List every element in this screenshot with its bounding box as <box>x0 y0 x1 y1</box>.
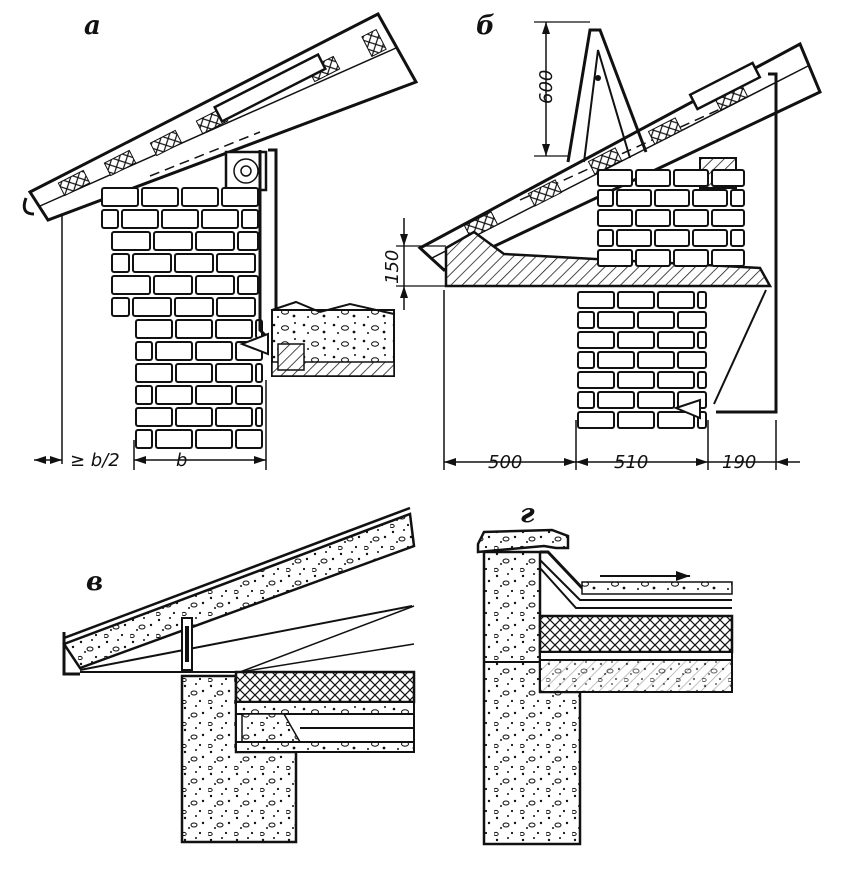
dim-wall-b: 510 <box>614 452 648 473</box>
roof-concrete-v <box>62 512 416 670</box>
parapet-cap-g <box>476 528 570 554</box>
brick-wall-a <box>101 187 263 449</box>
panel-a: а <box>22 11 419 471</box>
dim-left-b: 500 <box>488 452 522 473</box>
dim-overhang-a: ≥ b/2 <box>70 450 120 471</box>
panel-g: г <box>476 499 734 846</box>
dim-eave-b: 150 <box>382 250 403 284</box>
panel-v: в <box>62 506 416 844</box>
dim-width-a: b <box>176 450 187 471</box>
panel-g-label: г <box>520 499 535 529</box>
panel-v-label: в <box>86 567 103 597</box>
insulation-v <box>234 670 416 704</box>
insulation-g <box>538 614 734 654</box>
panel-b: б 600 <box>382 11 822 473</box>
brick-wall-b-lower <box>577 291 707 429</box>
panel-b-label: б <box>476 11 495 41</box>
dim-right-b: 190 <box>722 452 756 473</box>
dim-height-b: 600 <box>536 70 557 104</box>
panel-a-label: а <box>84 11 101 41</box>
brick-wall-b-upper <box>597 169 745 267</box>
